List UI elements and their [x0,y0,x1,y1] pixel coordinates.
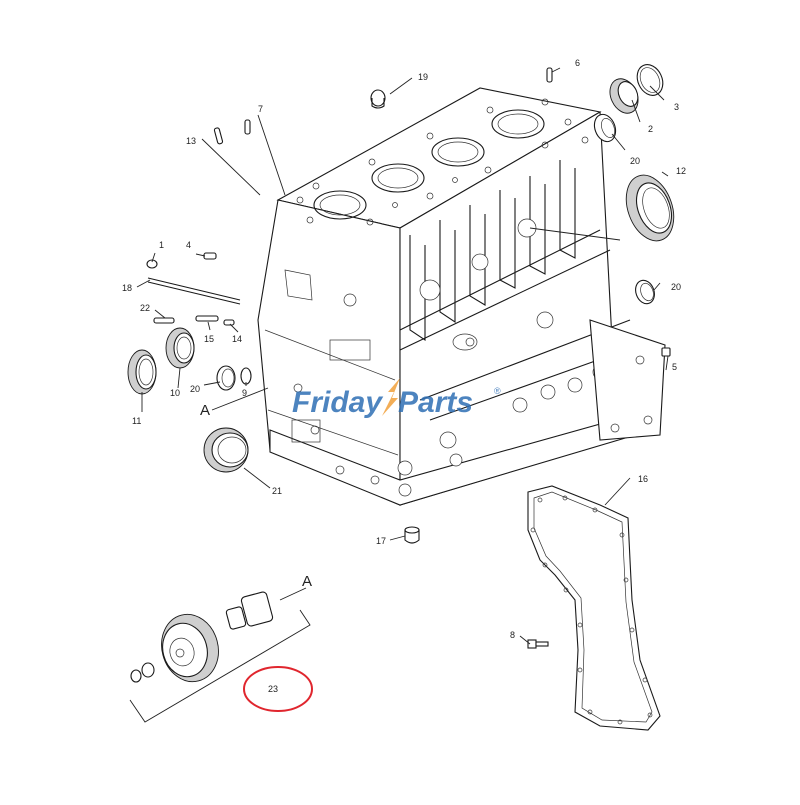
callout-labels: 19 6 3 2 20 12 20 5 13 7 1 4 18 22 15 14… [122,58,686,694]
part-23-idler-gear-assembly [129,591,311,723]
part-11-bushing [127,349,157,395]
callout-20-top: 20 [630,156,640,166]
part-16-gasket [527,485,661,731]
view-marker-a-lower: A [302,573,312,590]
callout-1: 1 [159,240,164,250]
callout-6: 6 [575,58,580,68]
part-6-dowel [546,67,553,83]
part-4-pin [203,252,217,260]
callout-14: 14 [232,334,242,344]
leader-lines [136,67,669,645]
part-20-plug-left [216,365,236,391]
callout-20-right: 20 [671,282,681,292]
callout-18: 18 [122,283,132,293]
part-14-stud [223,319,235,326]
callout-4: 4 [186,240,191,250]
watermark-text-part2: Parts [398,386,473,419]
callout-16: 16 [638,474,648,484]
cylinder-block [257,87,666,506]
part-19-cap [370,89,386,109]
watermark-registered-mark: ® [494,386,501,396]
callout-3: 3 [674,102,679,112]
callout-5: 5 [672,362,677,372]
callout-17: 17 [376,536,386,546]
part-15-stud [195,315,219,322]
watermark-bolt-icon [382,378,400,416]
highlight-circle-23 [243,666,313,712]
part-8-bolt [527,639,549,649]
callout-7: 7 [258,104,263,114]
part-1-pin [146,259,158,269]
part-7-dowel [244,119,251,135]
callout-20-left: 20 [190,384,200,394]
callout-10: 10 [170,388,180,398]
callout-8: 8 [510,630,515,640]
part-18-rod [147,277,241,305]
callout-9: 9 [242,388,247,398]
part-20-plug-right [635,279,655,305]
callout-13: 13 [186,136,196,146]
part-12-rear-seal [625,174,675,242]
part-2-bearing [609,78,639,114]
part-17-plug [404,526,420,544]
callout-15: 15 [204,334,214,344]
part-3-plug-disc [636,64,664,96]
callout-2: 2 [648,124,653,134]
part-10-bushing [165,327,195,369]
part-22-stud [153,317,175,324]
callout-22: 22 [140,303,150,313]
part-20-plug-top [593,113,617,143]
callout-11: 11 [132,416,141,426]
part-5-bolt [661,347,671,357]
watermark-logo: Friday Parts ® [292,378,501,419]
part-21-bushing [203,427,249,473]
callout-21: 21 [272,486,282,496]
callout-12: 12 [676,166,686,176]
part-9-plug [240,367,252,385]
view-marker-a-upper: A [200,402,210,419]
callout-23: 23 [268,684,278,694]
watermark-text-part1: Friday [292,386,383,419]
part-13-stud [213,127,224,145]
callout-19: 19 [418,72,428,82]
